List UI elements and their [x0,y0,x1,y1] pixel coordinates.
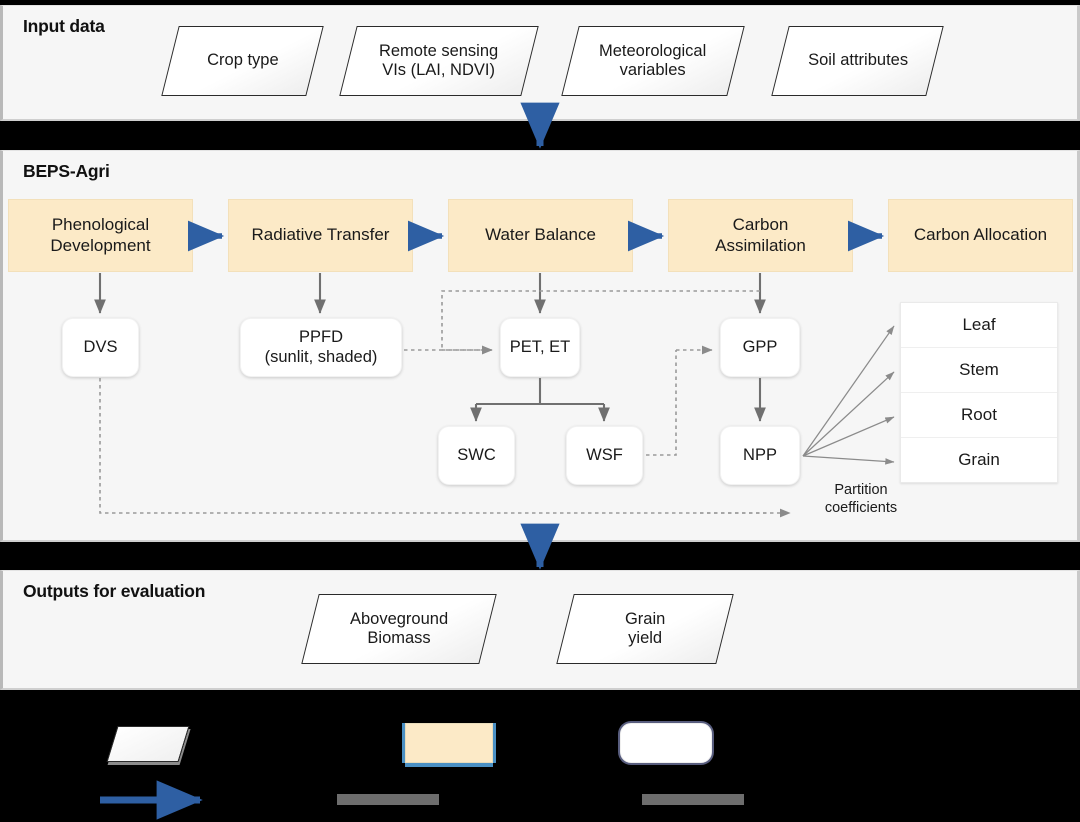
legend-shape-state-box [620,723,712,763]
state-node-npp-label: NPP [743,445,777,464]
state-node-pet-et[interactable]: PET, ET [500,318,580,377]
partition-row-stem[interactable]: Stem [901,348,1057,393]
partition-row-leaf-label: Leaf [962,315,996,334]
input-node-soil-attributes[interactable]: Soil attributes [771,26,944,96]
partition-row-grain-label: Grain [958,450,1000,469]
state-node-pet-et-label: PET, ET [509,337,571,356]
process-node-carbon-allocation[interactable]: Carbon Allocation [888,199,1073,272]
state-node-swc-label: SWC [457,445,496,464]
input-node-crop-type-label: Crop type [206,51,279,70]
input-data-title: Input data [23,16,105,36]
legend-connector-samples [100,780,203,820]
outputs-title: Outputs for evaluation [23,581,206,601]
state-node-gpp-label: GPP [742,337,778,356]
process-node-radiative-transfer[interactable]: Radiative Transfer [228,199,413,272]
input-node-crop-type[interactable]: Crop type [161,26,324,96]
partition-row-grain[interactable]: Grain [901,438,1057,482]
input-node-soil-attributes-label: Soil attributes [807,51,908,70]
state-node-npp[interactable]: NPP [720,426,800,485]
partition-row-root[interactable]: Root [901,393,1057,438]
partition-row-leaf[interactable]: Leaf [901,303,1057,348]
process-node-carbon-allocation-label: Carbon Allocation [913,225,1048,245]
process-node-radiative-transfer-label: Radiative Transfer [251,225,390,245]
partition-coefficients-table: Leaf Stem Root Grain [900,302,1058,483]
state-node-wsf[interactable]: WSF [566,426,643,485]
legend-shape-process-box [405,723,493,763]
beps-agri-title: BEPS-Agri [23,161,110,181]
state-node-dvs[interactable]: DVS [62,318,139,377]
state-node-ppfd-label: PPFD(sunlit, shaded) [264,328,378,366]
outputs-panel: Outputs for evaluation [0,570,1080,690]
state-node-ppfd[interactable]: PPFD(sunlit, shaded) [240,318,402,377]
process-node-water-balance-label: Water Balance [485,225,596,245]
partition-row-root-label: Root [961,405,997,424]
process-node-water-balance[interactable]: Water Balance [448,199,633,272]
partition-row-stem-label: Stem [959,360,999,379]
state-node-wsf-label: WSF [586,445,623,464]
state-node-dvs-label: DVS [83,337,118,356]
legend-strip [0,690,1080,822]
state-node-swc[interactable]: SWC [438,426,515,485]
legend-gray-bar-1 [337,794,439,805]
state-node-gpp[interactable]: GPP [720,318,800,377]
legend-gray-bar-2 [642,794,744,805]
